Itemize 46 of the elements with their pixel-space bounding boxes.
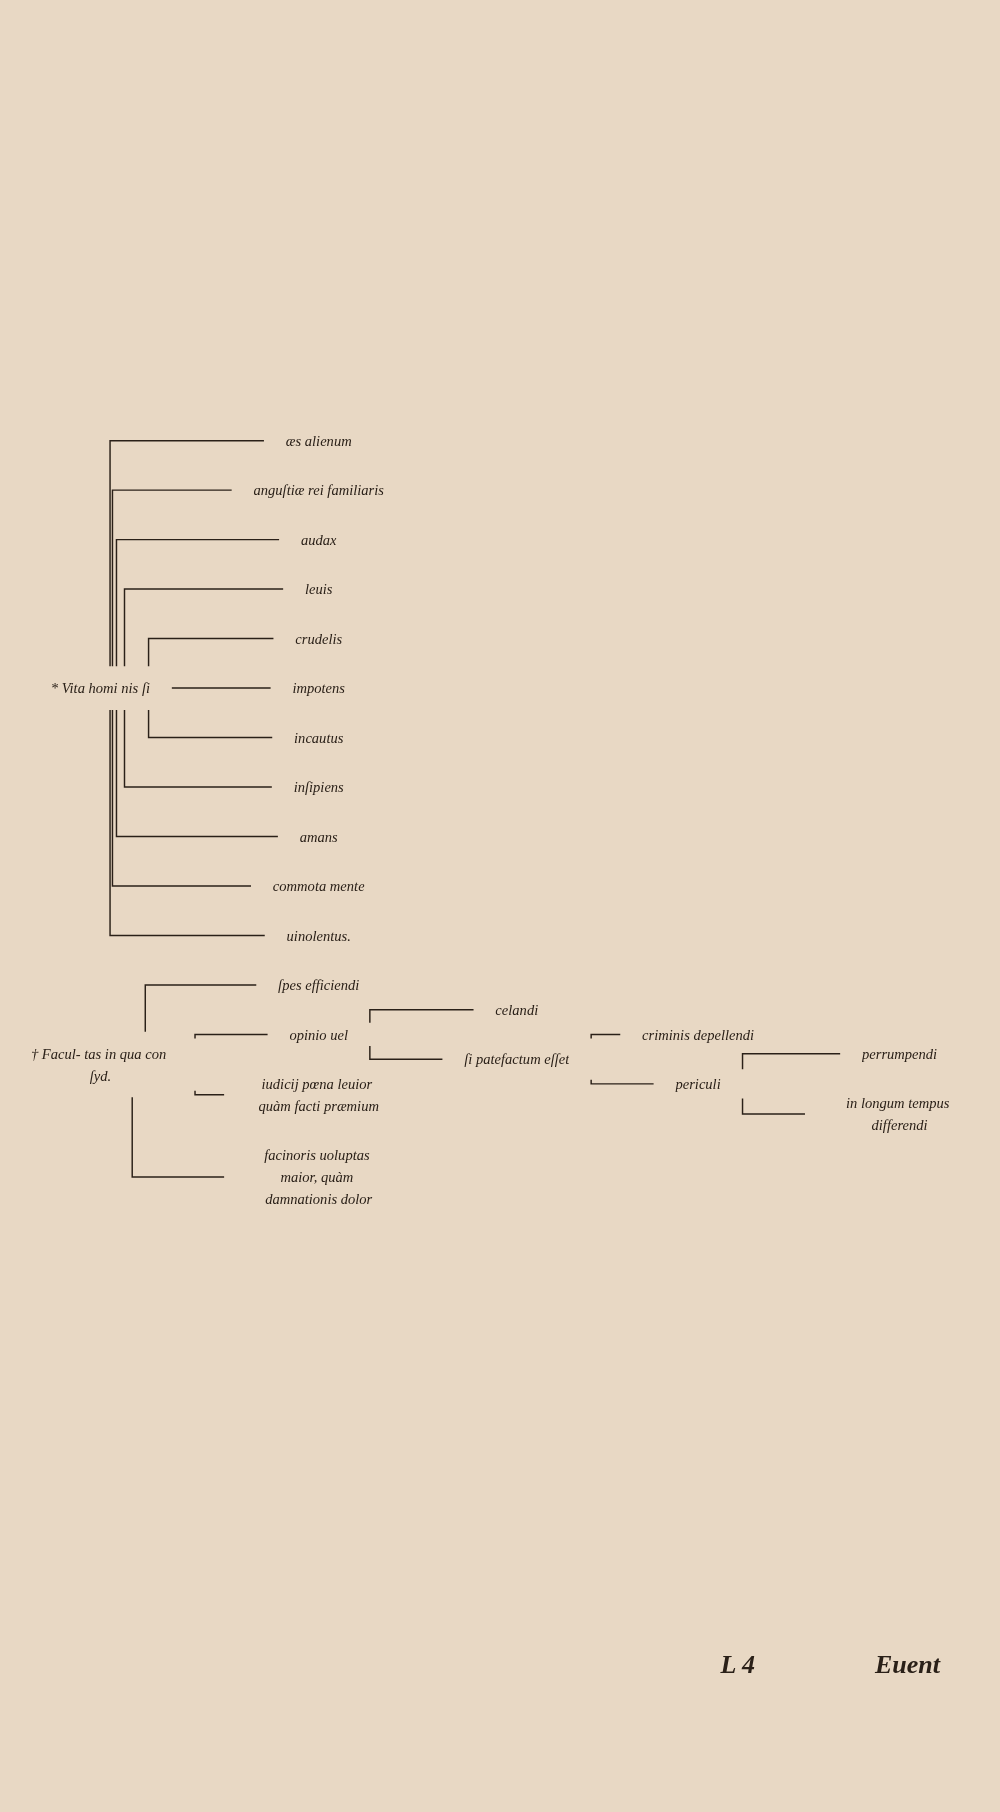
connector	[147, 638, 275, 668]
connector	[109, 440, 265, 668]
node-text: criminis depellendi	[642, 1026, 755, 1043]
node-text: periculi	[675, 1076, 721, 1093]
connector	[144, 984, 257, 1033]
connector	[115, 539, 280, 668]
node-text: leuis	[304, 581, 333, 598]
node-text: commota mente	[272, 878, 365, 895]
connector	[123, 709, 273, 788]
connector	[123, 588, 284, 668]
node-text: crudelis	[295, 630, 343, 647]
page-mark: Euent	[874, 1650, 940, 1680]
connector	[111, 489, 233, 668]
node-text: ſpes efficiendi	[278, 977, 360, 994]
page-mark: L 4	[720, 1650, 755, 1680]
node-text: ſi patefactum eſſet	[464, 1051, 570, 1068]
connector	[109, 709, 266, 937]
connector	[194, 1090, 225, 1096]
node-text: incautus	[294, 729, 344, 746]
connector	[369, 1045, 444, 1061]
node-text: † Facul- tas in qua con ſyd.	[30, 1045, 167, 1084]
connector	[131, 1096, 225, 1178]
node-text: perrumpendi	[861, 1045, 938, 1062]
node-text: impotens	[292, 680, 345, 697]
node-text: iudicij pœna leuior quàm facti præmium	[258, 1076, 379, 1114]
node-text: æs alienum	[285, 432, 352, 449]
connector	[147, 709, 273, 739]
node-text: celandi	[495, 1001, 539, 1018]
connector	[171, 687, 272, 689]
node-text: inſipiens	[293, 779, 344, 796]
node-text: in longum tempus differendi	[846, 1095, 950, 1134]
node-text: anguſtiæ rei familiaris	[253, 482, 384, 499]
connector	[369, 1009, 475, 1024]
connector	[741, 1053, 841, 1071]
node-text: uinolentus.	[286, 927, 351, 944]
connector	[590, 1033, 621, 1040]
node-text: audax	[300, 531, 337, 548]
node-text: * Vita homi nis ſi	[50, 680, 151, 697]
node-text: amans	[299, 828, 338, 845]
connector	[194, 1033, 269, 1040]
node-text: opinio uel	[289, 1026, 349, 1043]
connector	[590, 1079, 655, 1085]
node-text: facinoris uoluptas maior, quàm damnationis dolor	[264, 1147, 373, 1208]
connector	[111, 709, 252, 887]
connector	[115, 709, 279, 838]
connector	[741, 1097, 806, 1116]
